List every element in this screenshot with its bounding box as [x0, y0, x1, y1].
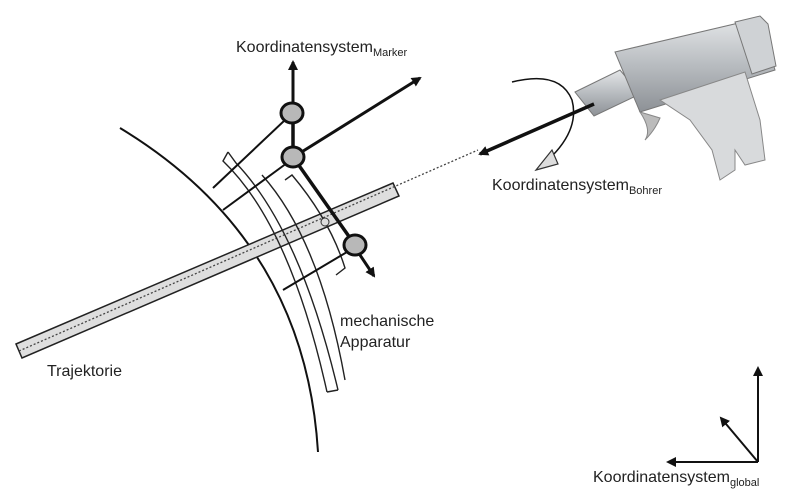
- drill-axis-arrow: [478, 102, 595, 156]
- trajectory-label: Trajektorie: [47, 363, 122, 380]
- pivot-point: [320, 217, 330, 227]
- rotation-arrow: [511, 77, 575, 161]
- trajectory-bar: [15, 149, 479, 359]
- marker-tracker: [212, 60, 422, 291]
- drill-image: [574, 15, 777, 181]
- rotation-arrowhead: [534, 148, 559, 172]
- marker-axis-down: [356, 251, 376, 278]
- apparatus-label-line1: mechanische: [340, 313, 434, 330]
- global-coordinate-system: [666, 366, 763, 467]
- marker-ball: [279, 101, 305, 125]
- mechanical-apparatus: [222, 151, 346, 393]
- marker-ball: [280, 145, 306, 169]
- marker-ball: [342, 233, 368, 257]
- drill-coordinate-label: KoordinatensystemBohrer: [492, 177, 662, 197]
- apparatus-label-line2: Apparatur: [340, 334, 411, 351]
- marker-axis-right: [299, 76, 422, 155]
- bone-surface-arc: [119, 127, 319, 453]
- marker-coordinate-label: KoordinatensystemMarker: [236, 39, 408, 59]
- global-coordinate-label: Koordinatensystemglobal: [593, 469, 759, 489]
